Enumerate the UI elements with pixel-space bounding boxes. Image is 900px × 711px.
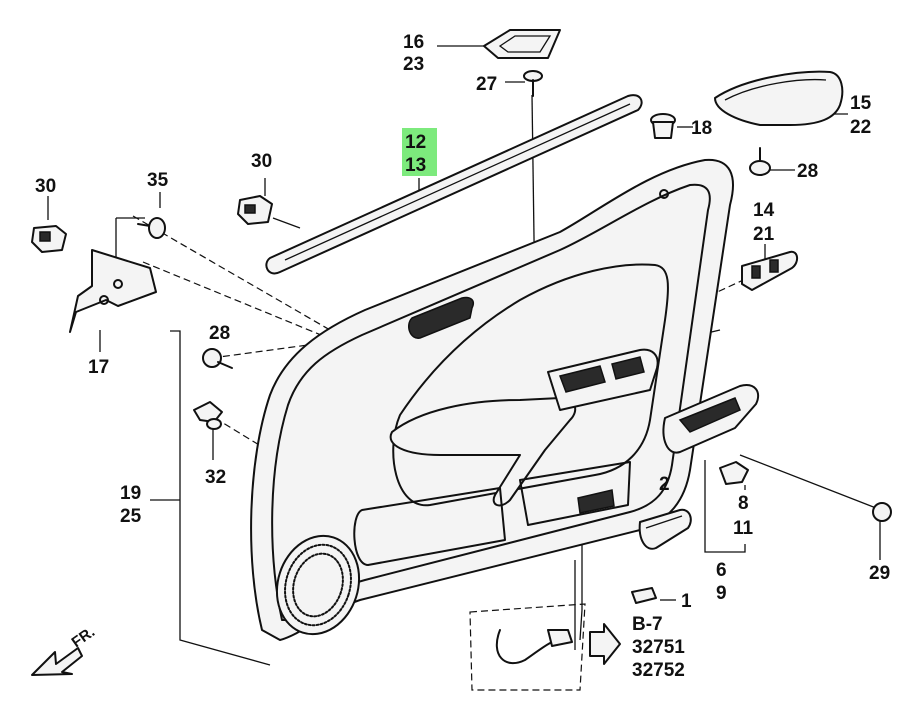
courtesy-lens-2 <box>638 508 692 550</box>
label-27: 27 <box>476 74 497 95</box>
bulb-1 <box>631 587 657 604</box>
bracket-17 <box>69 249 157 333</box>
label-29: 29 <box>869 563 890 584</box>
label-13: 13 <box>405 155 426 176</box>
label-25: 25 <box>120 506 142 527</box>
label-9: 9 <box>716 583 727 604</box>
label-28-left: 28 <box>209 323 230 344</box>
label-15: 15 <box>850 93 872 114</box>
label-ref-b7: B-7 <box>632 614 663 635</box>
screw-27 <box>523 70 543 97</box>
label-8: 8 <box>738 493 749 514</box>
front-direction-arrow <box>31 647 83 676</box>
label-23: 23 <box>403 54 424 75</box>
belt-molding <box>265 94 643 275</box>
leader-lines <box>47 45 881 666</box>
screw-29 <box>872 502 892 522</box>
label-30-left: 30 <box>35 176 56 197</box>
clip-32 <box>193 401 223 430</box>
clip-30-center <box>237 195 273 225</box>
clip-30-left <box>31 225 67 253</box>
wiring-inset <box>469 603 621 691</box>
label-11: 11 <box>733 518 754 539</box>
label-18: 18 <box>691 118 712 139</box>
label-ref-32751: 32751 <box>632 637 685 658</box>
screw-28-upper <box>749 147 771 176</box>
label-30-center: 30 <box>251 151 272 172</box>
label-17: 17 <box>88 357 109 378</box>
label-14: 14 <box>753 200 775 221</box>
label-19: 19 <box>120 483 141 504</box>
label-16: 16 <box>403 32 424 53</box>
label-12: 12 <box>405 132 426 153</box>
label-28-upper: 28 <box>797 161 818 182</box>
label-32: 32 <box>205 467 226 488</box>
callout-labels: 16 23 27 12 13 15 22 18 28 30 30 35 17 1… <box>35 32 890 681</box>
screw-28-left <box>202 348 233 369</box>
inside-handle-6-9 <box>662 384 760 454</box>
label-2: 2 <box>659 474 670 495</box>
speaker-grille <box>275 534 361 636</box>
label-35: 35 <box>147 170 169 191</box>
lock-knob-8-11 <box>719 461 749 485</box>
mirror-corner-cover <box>483 29 561 59</box>
screw-35 <box>137 217 166 239</box>
label-21: 21 <box>753 224 775 245</box>
label-front: FR. <box>69 623 99 651</box>
label-1: 1 <box>681 591 692 612</box>
door-lining-panel <box>250 158 734 641</box>
grommet-18 <box>650 113 676 139</box>
armrest-top-cover <box>714 70 844 126</box>
label-6: 6 <box>716 560 727 581</box>
part-12-13-highlight <box>402 128 437 176</box>
label-ref-32752: 32752 <box>632 660 685 681</box>
label-22: 22 <box>850 117 871 138</box>
bracket-14-21 <box>741 250 798 291</box>
